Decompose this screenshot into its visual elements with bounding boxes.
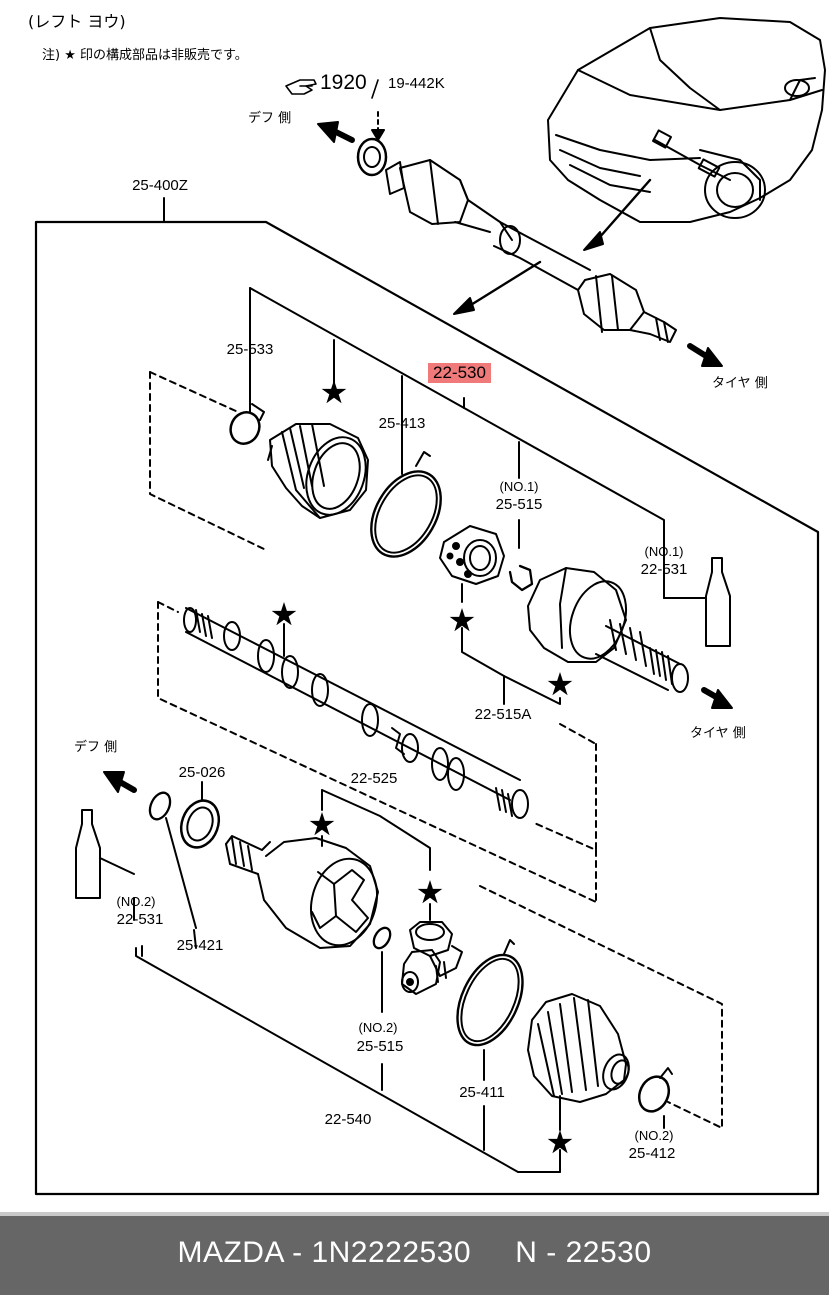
car-sketch (547, 17, 826, 223)
header-title: (レフト ヨウ) (28, 12, 126, 31)
top-driveshaft (356, 137, 677, 343)
star-icon (271, 602, 297, 626)
star-icon (449, 608, 475, 632)
parts-diagram: (レフト ヨウ) 注) ★ 印の構成部品は非販売です。 1920 19-442K… (28, 12, 826, 1196)
part-25-515-no2: 25-515 (356, 1038, 404, 1055)
star-markers (271, 380, 573, 1154)
diagram-drawing (34, 17, 826, 1196)
part-22-540: 22-540 (324, 1111, 372, 1128)
star-icon (547, 1130, 573, 1154)
part-22-530-highlighted: 22-530 (428, 363, 491, 383)
outer-joint (527, 567, 689, 693)
star-icon (547, 672, 573, 696)
main-shaft (183, 607, 529, 819)
part-25-515-no2-tag: (NO.2) (358, 1020, 398, 1035)
part-number-footer: MAZDA - 1N2222530 N - 22530 (0, 1212, 829, 1295)
part-22-531-no1-tag: (NO.1) (644, 544, 684, 559)
tripod (439, 525, 505, 585)
part-22-531-no2-tag: (NO.2) (116, 894, 156, 909)
direction-tire-top: タイヤ 側 (712, 376, 768, 391)
assembly-frame (34, 220, 820, 1196)
ref-sub: 19-442K (388, 75, 445, 92)
ref-number: 1920 (320, 71, 367, 94)
part-22-515a: 22-515A (474, 706, 532, 723)
part-22-525: 22-525 (350, 770, 398, 787)
lower-tripod (401, 921, 463, 995)
direction-diff-bottom: デフ 側 (74, 740, 118, 755)
star-icon (321, 380, 347, 404)
part-22-531-no1: 22-531 (640, 561, 688, 578)
direction-tire-mid: タイヤ 側 (690, 726, 746, 741)
part-25-400z: 25-400Z (132, 177, 188, 194)
lower-boot (527, 993, 630, 1103)
upper-boot (267, 423, 369, 519)
part-25-515-no1-tag: (NO.1) (499, 479, 539, 494)
part-25-515-no1: 25-515 (495, 496, 543, 513)
part-25-413: 25-413 (378, 415, 426, 432)
part-25-026: 25-026 (178, 764, 226, 781)
pointing-hand-icon (285, 79, 317, 95)
inner-housing (225, 835, 379, 949)
bracket-22-530 (249, 287, 665, 599)
part-25-412: 25-412 (628, 1145, 676, 1162)
part-25-412-tag: (NO.2) (634, 1128, 674, 1143)
part-25-533: 25-533 (226, 341, 274, 358)
footer-part-number: MAZDA - 1N2222530 N - 22530 (177, 1236, 652, 1269)
part-25-421: 25-421 (176, 937, 224, 954)
header-note: 注) ★ 印の構成部品は非販売です。 (42, 48, 248, 63)
part-25-411: 25-411 (459, 1084, 505, 1101)
star-icon (309, 812, 335, 836)
star-icon (417, 880, 443, 904)
part-22-531-no2: 22-531 (116, 911, 164, 928)
direction-diff-top: デフ 側 (248, 111, 292, 126)
